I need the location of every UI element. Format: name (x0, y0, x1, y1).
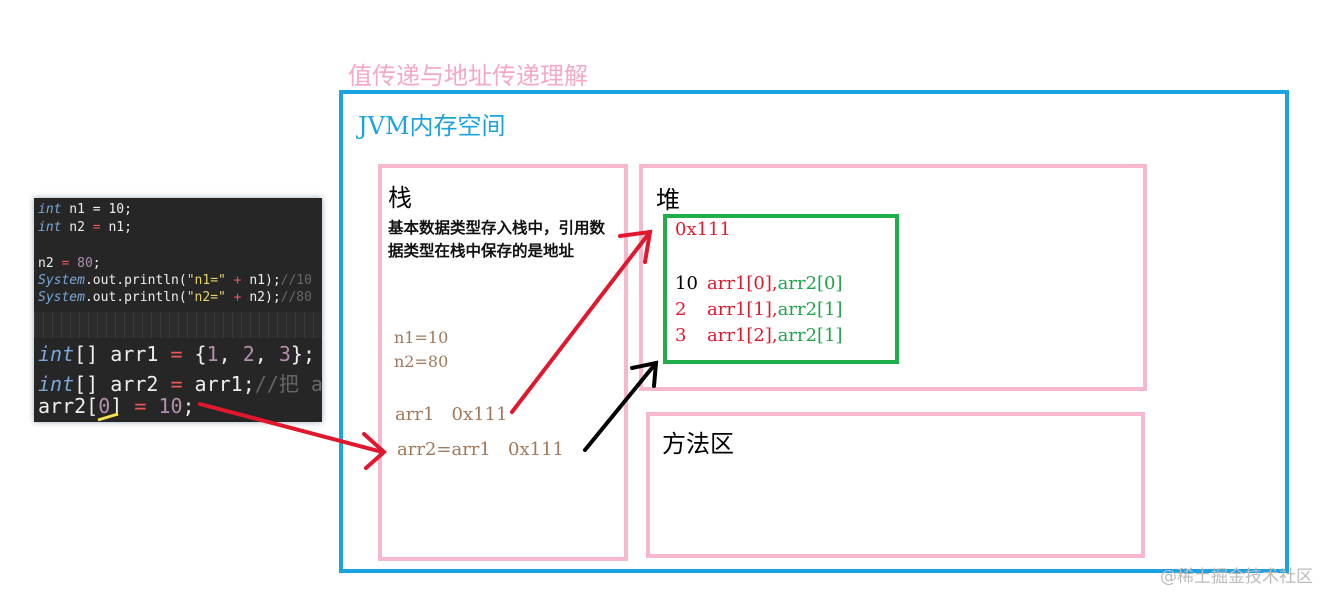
arr1-to-heap-arrow (510, 230, 652, 414)
code-token: ; (182, 394, 195, 418)
code-token: ; (92, 256, 101, 271)
code-token: , (254, 342, 279, 366)
stack-arr1: arr1 0x111 (395, 404, 508, 425)
code-token: n2 (38, 256, 62, 271)
code-token: = (134, 394, 147, 418)
code-token: 3 (278, 342, 291, 366)
code-token: //80 (280, 290, 312, 305)
code-token: .out.println( (84, 290, 187, 305)
code-token: "n2=" (186, 290, 226, 305)
watermark: @稀土掘金技术社区 (1160, 567, 1313, 587)
heap-row: 2 arr1[1],arr2[1] (675, 297, 843, 323)
stack-n2: n2=80 (394, 352, 449, 371)
arrowhead-icon (362, 432, 387, 470)
code-token: = (61, 256, 70, 271)
code-token: .out.println( (84, 273, 187, 288)
code-token: int (38, 342, 75, 366)
heap-region (639, 164, 1147, 391)
heap-row: 10 arr1[0],arr2[0] (675, 271, 843, 297)
code-to-arr2-arrow (198, 402, 384, 454)
code-token: 80 (69, 256, 93, 271)
code-line: int n1 = 10; (38, 202, 132, 217)
heap-cell: arr1[0], (707, 273, 778, 294)
heap-cell: arr2[0] (777, 273, 843, 294)
jvm-memory-box (339, 90, 1289, 573)
code-snippet: int n1 = 10; int n2 = n1; n2 = 80; Syste… (34, 198, 323, 422)
code-token: n1; (100, 220, 132, 235)
code-separator (34, 312, 322, 338)
code-token: = (170, 372, 183, 396)
code-token: arr1; (182, 372, 255, 396)
code-token: 2 (242, 342, 255, 366)
arrowhead-icon (618, 229, 653, 264)
code-token: n2); (249, 290, 281, 305)
code-token: 1 (206, 342, 219, 366)
heap-cell: 10 (675, 273, 698, 294)
code-token: System (38, 290, 85, 305)
code-token: int (38, 202, 62, 217)
heap-cell: arr1[2], (707, 325, 778, 346)
stack-description: 基本数据类型存入栈中，引用数据类型在栈中保存的是地址 (388, 218, 606, 260)
heap-row: 3 arr1[2],arr2[1] (675, 323, 843, 349)
code-line: arr2[0] = 10; (38, 394, 195, 418)
stack-n1: n1=10 (394, 328, 449, 347)
code-token: //10 (280, 273, 312, 288)
arr2-to-heap-arrow (583, 361, 658, 452)
code-token: int (38, 372, 75, 396)
code-token: "n1=" (186, 273, 226, 288)
diagram-title: 值传递与地址传递理解 (348, 62, 588, 90)
heap-cell: arr2[1] (777, 299, 843, 320)
code-token: ] (110, 394, 135, 418)
code-token: = (92, 220, 101, 235)
stack-heading: 栈 (388, 184, 412, 212)
stack-arr2: arr2=arr1 0x111 (397, 439, 564, 460)
code-line: int n2 = n1; (38, 220, 132, 235)
heap-cell: arr2[1] (777, 325, 843, 346)
code-line: System.out.println("n1=" + n1);//10 (38, 273, 312, 288)
array-object-box (663, 214, 899, 364)
code-token: + (225, 273, 250, 288)
code-token: , (218, 342, 243, 366)
code-token: [] arr2 (74, 372, 171, 396)
code-line: int[] arr1 = {1, 2, 3}; (38, 342, 315, 366)
code-line: System.out.println("n2=" + n2);//80 (38, 290, 312, 305)
heap-heading: 堆 (656, 186, 680, 214)
arrowhead-icon (630, 360, 659, 388)
code-token: n1 = 10; (61, 202, 132, 217)
method-area-region (646, 412, 1145, 558)
code-line: int[] arr2 = arr1;//把 a (38, 368, 323, 397)
code-token: + (225, 290, 250, 305)
code-token: System (38, 273, 85, 288)
code-token: }; (290, 342, 316, 366)
cursor-marker (97, 412, 119, 422)
code-token: n2 (61, 220, 93, 235)
code-token: { (182, 342, 207, 366)
heap-cell: 2 (675, 299, 687, 320)
code-token: = (170, 342, 183, 366)
code-token: 10 (146, 394, 183, 418)
code-token: n1); (249, 273, 281, 288)
code-token: //把 a (254, 372, 323, 396)
method-area-heading: 方法区 (662, 430, 734, 458)
jvm-label: JVM内存空间 (358, 112, 506, 140)
code-token: int (38, 220, 62, 235)
heap-address: 0x111 (675, 219, 731, 240)
heap-cell: arr1[1], (707, 299, 778, 320)
code-token: arr2[ (38, 394, 99, 418)
code-token: 0 (98, 394, 111, 418)
code-token: [] arr1 (74, 342, 171, 366)
code-line: n2 = 80; (38, 256, 101, 271)
stack-region (378, 164, 628, 561)
heap-cell: 3 (675, 325, 687, 346)
